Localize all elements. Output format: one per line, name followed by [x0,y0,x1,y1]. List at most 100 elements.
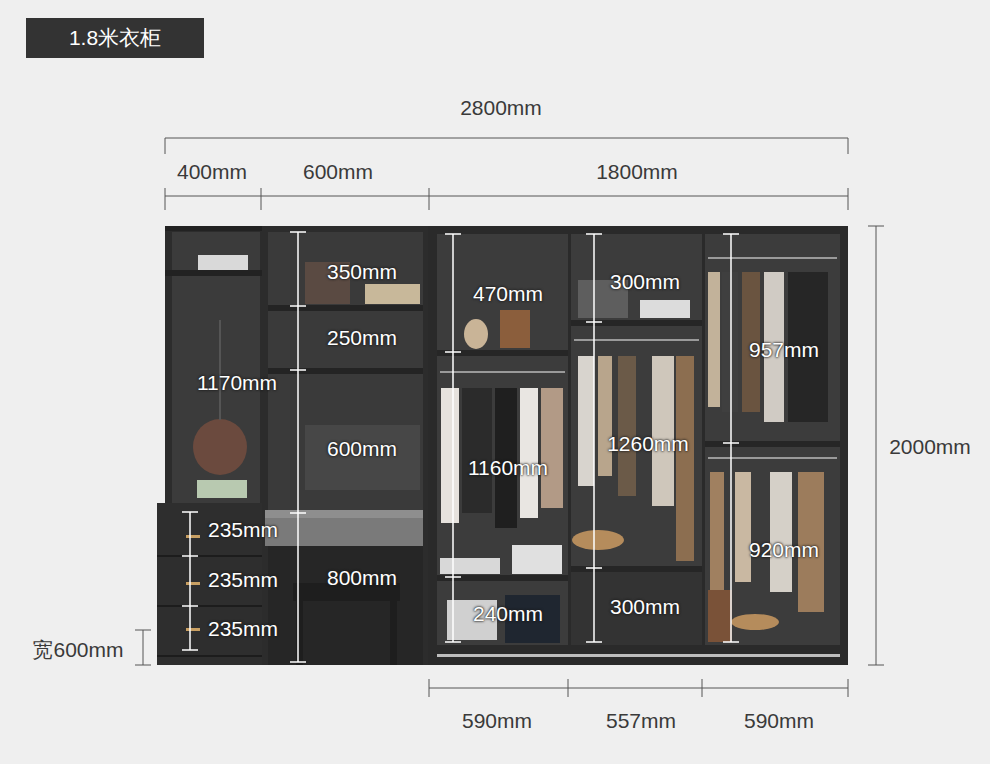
dimension-tick [848,679,849,697]
dimension-tick [182,511,198,513]
dimension-line [876,226,877,665]
hanging-rail [574,339,699,341]
hanging-rail [708,257,837,259]
clothes [710,472,724,592]
dimension-label: 470mm [473,282,543,305]
bag [708,590,732,642]
clothes [441,388,459,523]
dimension-label: 590mm [462,709,532,732]
dimension-label: 235mm [208,518,278,541]
dimension-tick [586,567,602,569]
dimension-tick [445,641,461,643]
dimension-line [143,630,144,665]
dimension-tick [586,321,602,323]
dimension-line [452,234,454,642]
clothes [676,356,694,561]
dimension-tick [165,188,166,210]
clothes [598,356,612,476]
dimension-label: 400mm [177,160,247,183]
dimension-label: 800mm [327,566,397,589]
dimension-label: 350mm [327,260,397,283]
dimension-tick [568,679,569,697]
dimension-line [165,138,848,139]
dimension-tick [290,231,306,233]
clothes [652,356,674,506]
cabinet-interior [571,234,702,645]
clothes [618,356,636,496]
dimension-tick [445,351,461,353]
desk-top-edge [265,510,423,518]
dimension-label: 590mm [744,709,814,732]
dimension-tick [868,226,884,227]
cabinet-interior [268,232,423,512]
shelf [268,368,423,374]
handbag [193,419,247,475]
folded-clothes [640,300,690,318]
shelf [437,350,568,356]
hook-strap [219,320,221,420]
dimension-label: 2000mm [889,435,971,458]
dimension-tick [723,442,739,444]
dimension-line [297,232,299,662]
cabinet-interior [705,234,840,645]
drawer-gap [157,605,262,607]
dimension-tick [135,665,151,666]
dimension-label: 557mm [606,709,676,732]
shelf [165,226,262,231]
cabinet-frame [262,226,429,665]
shelf [571,566,702,572]
clothes [541,388,563,508]
clothes [708,272,720,407]
dimension-label: 宽600mm [32,638,123,661]
cabinet-interior [437,234,568,645]
dimension-tick [182,605,198,607]
clothes [735,472,751,582]
folded-clothes [512,545,562,574]
shelf [165,270,262,276]
dimension-tick [702,679,703,697]
dimension-tick [848,188,849,210]
desk-underside [268,546,423,665]
dimension-tick [848,138,849,154]
drawer-gap [157,655,262,657]
dimension-tick [868,665,884,666]
hat [572,530,624,550]
clothes [578,356,594,486]
dimension-label: 1160mm [468,456,548,479]
dimension-tick [165,138,166,154]
dimension-tick [586,233,602,235]
dimension-tick [182,555,198,557]
teddy-bear [464,319,488,349]
dimension-label: 600mm [303,160,373,183]
dimension-tick [290,661,306,663]
books [365,284,420,304]
dimension-tick [429,188,430,210]
dimension-label: 235mm [208,617,278,640]
dimension-tick [429,679,430,697]
dimension-tick [445,576,461,578]
drawer-handle [186,628,200,631]
shelf [437,575,568,581]
dimension-label: 957mm [749,338,819,361]
mirror [305,425,420,490]
dimension-line [189,512,191,650]
clothes [520,388,538,518]
dimension-tick [135,630,151,631]
cabinet-frame [428,226,848,665]
dimension-label: 1260mm [607,432,689,455]
dimension-tick [723,233,739,235]
dimension-tick [586,641,602,643]
dimension-label: 240mm [473,602,543,625]
books [197,480,247,498]
dimension-label: 1170mm [197,371,277,394]
dimension-line [730,234,732,642]
drawer-handle [186,582,200,585]
title: 1.8米衣柜 [69,26,161,49]
dimension-tick [182,649,198,651]
dimension-label: 1800mm [596,160,678,183]
dimension-tick [445,233,461,235]
dimension-tick [290,369,306,371]
drawer-gap [157,555,262,557]
drawer-front [571,572,702,645]
dimension-label: 235mm [208,568,278,591]
